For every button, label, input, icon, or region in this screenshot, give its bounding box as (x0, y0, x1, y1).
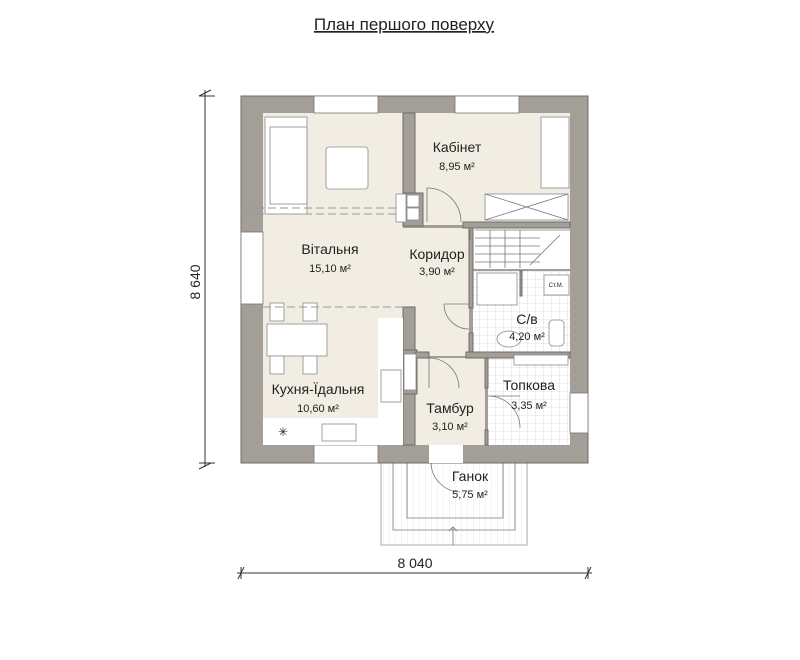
room-area: 4,20 м² (509, 331, 545, 343)
width-dimension: 8 040 (237, 555, 592, 580)
room-name: Тамбур (426, 400, 474, 416)
room-area: 5,75 м² (452, 489, 488, 501)
room-area: 8,95 м² (439, 161, 475, 173)
boiler-room (488, 358, 570, 445)
room-name: Ганок (452, 468, 489, 484)
extractor-icon: ✳ (278, 425, 288, 439)
room-area: 10,60 м² (297, 403, 339, 415)
hidden-line (244, 207, 400, 215)
room-area: 15,10 м² (309, 263, 351, 275)
height-dimension-label: 8 640 (187, 264, 203, 299)
doors (426, 187, 521, 429)
windows (240, 95, 589, 464)
room-labels: Кабінет 8,95 м² Вітальня 15,10 м² Коридо… (272, 139, 556, 501)
room-name: Кабінет (433, 139, 482, 155)
room-name: Кухня-Їдальня (272, 381, 365, 397)
height-dimension: 8 640 (187, 89, 215, 470)
stairs (473, 228, 570, 269)
room-area: 3,35 м² (511, 400, 547, 412)
entrance-door (429, 445, 463, 463)
plan-title: План першого поверху (314, 15, 495, 34)
porch (380, 462, 528, 546)
width-dimension-label: 8 040 (397, 555, 432, 571)
washer-label: Ст.М. (549, 283, 564, 289)
room-area: 3,90 м² (419, 266, 455, 278)
vestibule (415, 358, 485, 445)
furniture: ✳ Ст.М. (263, 116, 570, 445)
room-name: Топкова (503, 377, 555, 393)
room-name: С/в (516, 311, 537, 327)
room-area: 3,10 м² (432, 421, 468, 433)
room-name: Вітальня (301, 241, 358, 257)
room-name: Коридор (409, 246, 465, 262)
